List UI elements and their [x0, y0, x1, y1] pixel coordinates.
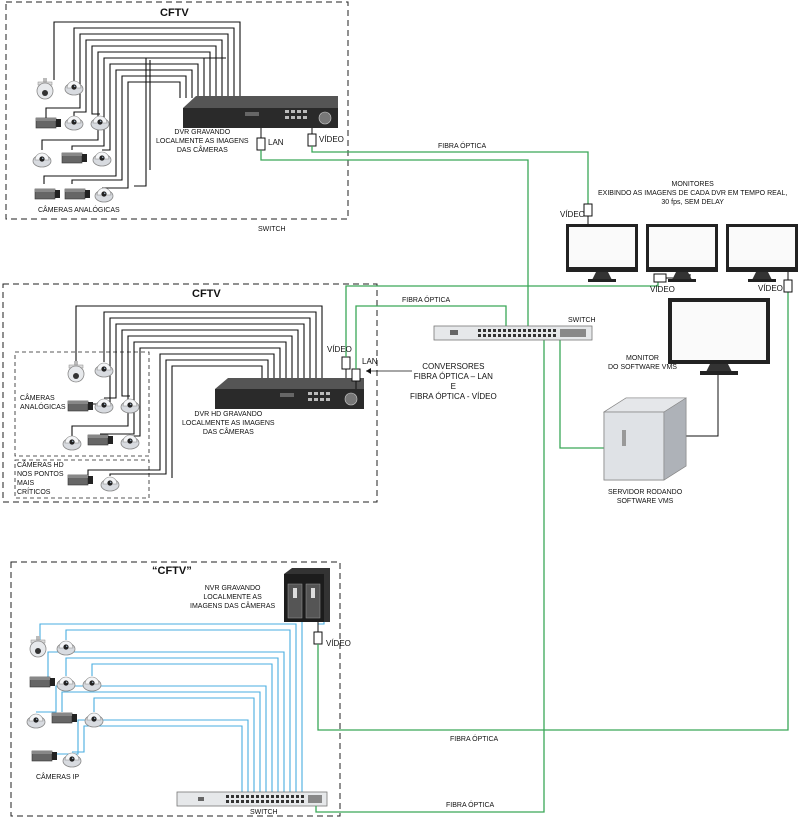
nvr-icon [284, 568, 330, 622]
hd-subframe [14, 459, 150, 499]
monitor-video-label-3: VÍDEO [758, 284, 783, 293]
monitor-video-label-1: VÍDEO [560, 210, 585, 219]
bottom-switch-icon [176, 791, 328, 807]
vms-monitor-label: MONITOR DO SOFTWARE VMS [608, 355, 677, 371]
analog-cameras-label: CÂMERAS ANALÓGICAS [20, 395, 66, 411]
middle-section-title: CFTV [192, 288, 221, 300]
monitor-icon-2 [646, 224, 718, 282]
top-coax-cables [41, 21, 241, 189]
bottom-cameras [26, 635, 104, 768]
top-cftv-frame [5, 1, 349, 220]
fiber-optic-links [260, 146, 789, 813]
middle-coax-cables [71, 305, 323, 478]
bottom-cftv-frame [10, 561, 341, 817]
converters-label: CONVERSORES FIBRA ÓPTICA – LAN E FIBRA Ó… [410, 362, 497, 401]
ip-cameras-label: CÂMERAS IP [36, 774, 80, 781]
top-cameras-label: CÂMERAS ANALÓGICAS [38, 207, 120, 214]
central-switch-icon [433, 325, 593, 341]
top-dvr-icon [183, 96, 338, 128]
middle-lan-label: LAN [362, 357, 378, 366]
top-lan-label: LAN [268, 138, 284, 147]
bottom-section-title: “CFTV” [152, 565, 192, 577]
top-video-label: VÍDEO [319, 135, 344, 144]
top-switch-label: SWITCH [258, 226, 286, 233]
middle-cftv-frame [2, 283, 378, 503]
monitor-video-label-2: VÍDEO [650, 285, 675, 294]
monitor-icon-1 [566, 224, 638, 282]
fiber-label-3: FIBRA ÓPTICA [450, 736, 499, 743]
vms-monitor-icon [668, 298, 770, 375]
nvr-label: NVR GRAVANDO LOCALMENTE AS IMAGENS DAS C… [190, 585, 276, 610]
fiber-label-2: FIBRA ÓPTICA [402, 297, 451, 304]
middle-dvr-label: DVR HD GRAVANDO LOCALMENTE AS IMAGENS DA… [182, 411, 275, 436]
bottom-switch-label: SWITCH [250, 809, 278, 816]
central-switch-label: SWITCH [568, 317, 596, 324]
bottom-video-label: VÍDEO [326, 639, 351, 648]
fiber-label-1: FIBRA ÓPTICA [438, 143, 487, 150]
server-icon [602, 397, 688, 481]
middle-dvr-icon [215, 378, 364, 409]
bottom-ip-cables [36, 592, 325, 794]
top-section-title: CFTV [160, 7, 189, 19]
top-dvr-label: DVR GRAVANDO LOCALMENTE AS IMAGENS DAS C… [156, 129, 249, 154]
middle-video-label: VÍDEO [327, 345, 352, 354]
monitor-icon-3 [726, 224, 798, 282]
hd-cameras-label: CÂMERAS HD NOS PONTOS MAIS CRÍTICOS [17, 462, 64, 496]
fiber-label-4: FIBRA ÓPTICA [446, 802, 495, 809]
server-label: SERVIDOR RODANDO SOFTWARE VMS [608, 489, 683, 505]
monitors-label: MONITORES EXIBINDO AS IMAGENS DE CADA DV… [598, 181, 788, 206]
analog-subframe [14, 351, 150, 457]
